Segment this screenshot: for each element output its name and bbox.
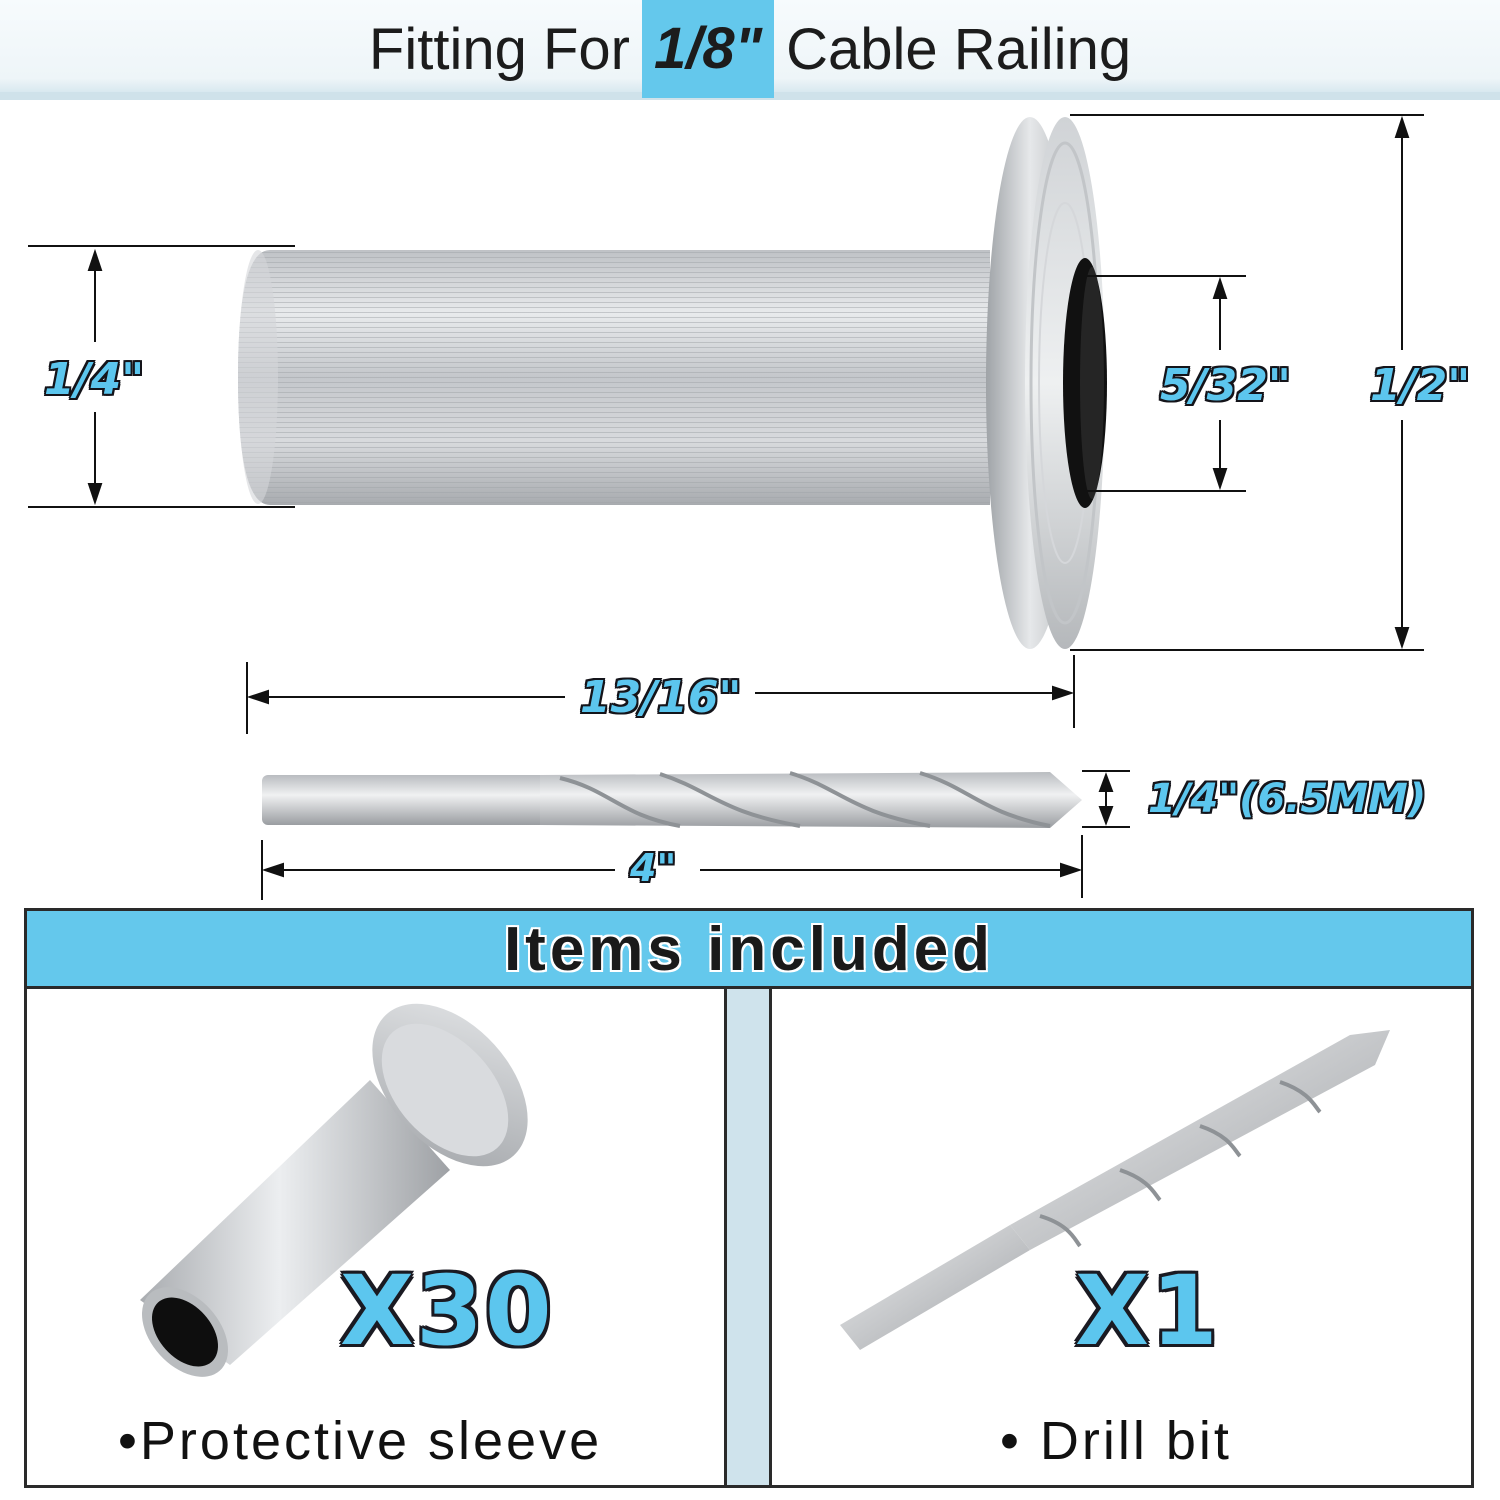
dim-line-inner-hole — [1085, 275, 1246, 492]
drill-bit-diagram — [262, 771, 1082, 828]
label-inner-hole: 5/32" — [1160, 360, 1291, 411]
dim-line-sleeve-length — [246, 655, 1075, 734]
inner-hole — [1063, 258, 1107, 508]
items-header-bar — [27, 911, 1471, 989]
sleeve-quantity: X30 — [340, 1255, 554, 1367]
title-highlight: 1/8" — [641, 0, 775, 98]
sleeve-flange — [986, 117, 1107, 649]
dim-line-sleeve-diameter — [28, 245, 295, 508]
drill-quantity: X1 — [1075, 1255, 1220, 1367]
label-flange-diameter: 1/2" — [1370, 360, 1471, 411]
items-title: Items included — [503, 915, 995, 984]
label-drill-diameter: 1/4"(6.5MM) — [1148, 776, 1427, 822]
dim-line-drill-length — [261, 835, 1083, 900]
drill-bit-image — [840, 1030, 1390, 1350]
label-sleeve-length: 13/16" — [580, 672, 742, 723]
dim-line-flange — [1070, 114, 1424, 651]
sleeve-tube — [238, 250, 990, 505]
drill-label: • Drill bit — [1000, 1411, 1232, 1471]
items-panel — [24, 908, 1474, 1488]
label-drill-length: 4" — [630, 846, 677, 890]
title-prefix: Fitting For — [368, 16, 630, 82]
protective-sleeve-image — [140, 1003, 528, 1377]
sleeve-diagram — [28, 114, 1424, 900]
sleeve-label: •Protective sleeve — [118, 1411, 603, 1471]
items-divider — [724, 989, 772, 1485]
dim-line-drill-diameter — [1082, 770, 1130, 828]
page-title: Fitting For 1/8" Cable Railing — [0, 0, 1500, 98]
label-sleeve-diameter: 1/4" — [44, 354, 145, 405]
title-suffix: Cable Railing — [786, 16, 1132, 82]
